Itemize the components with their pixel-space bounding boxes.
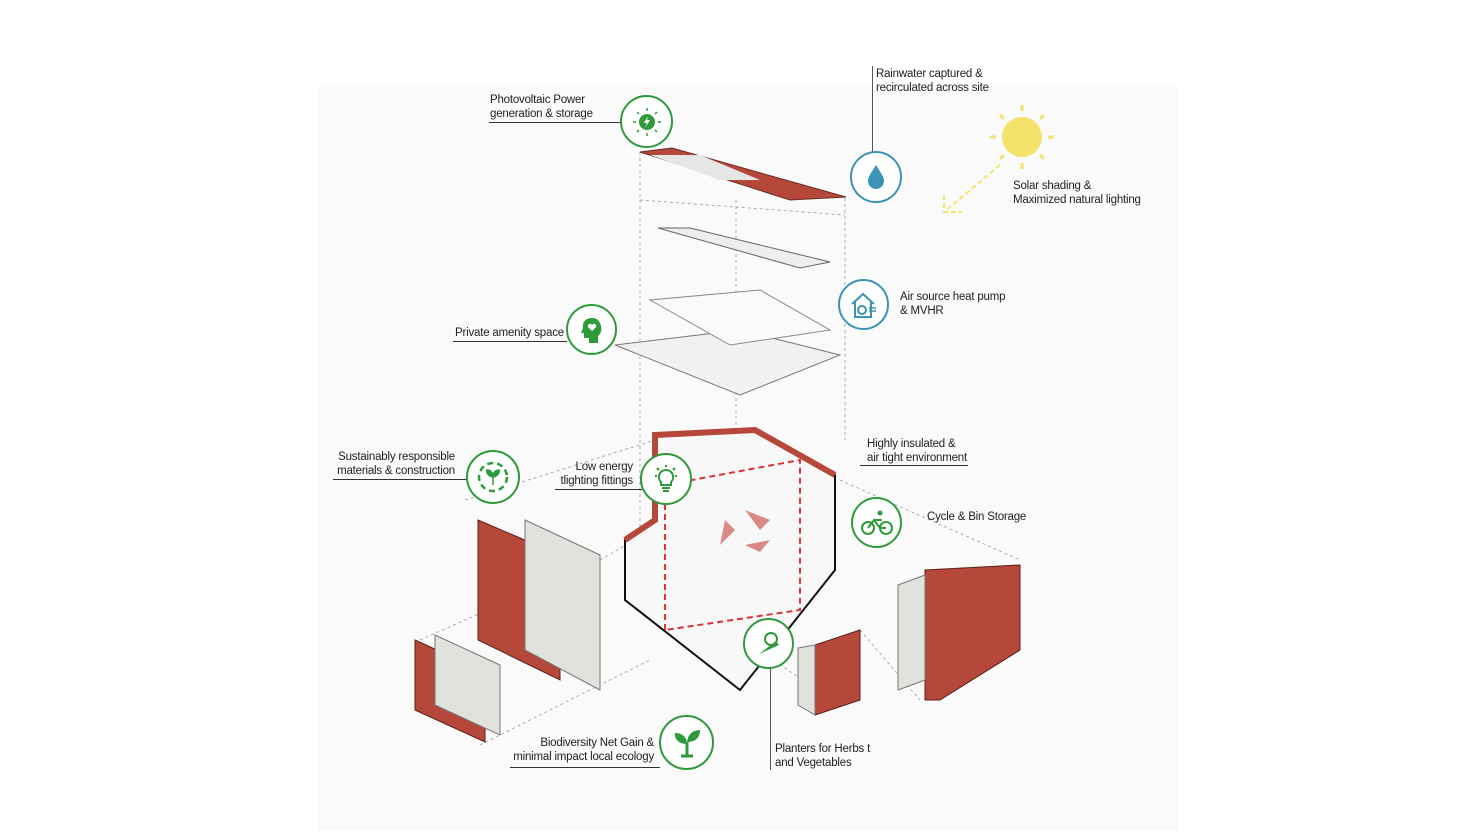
ventilation-arrows: [720, 510, 770, 552]
wall-panel-right-lining: [897, 574, 926, 691]
wall-panel-front-lining: [797, 644, 816, 716]
leader-line: [453, 341, 567, 342]
rainwater-label: Rainwater captured &recirculated across …: [876, 68, 989, 94]
wall-panel-right: [924, 564, 1021, 701]
wall-panel-front: [814, 629, 861, 716]
head-heart-icon: [566, 304, 617, 355]
leader-line: [555, 489, 642, 490]
first-floor-furniture: [648, 289, 832, 346]
leader-line: [770, 668, 771, 770]
recycle-sprout-icon: [466, 450, 520, 504]
pv-panel: [650, 155, 760, 180]
airtight-line: [664, 458, 801, 631]
leader-line: [872, 66, 873, 152]
sunlight-arrow: [943, 164, 1001, 213]
wall-panel-left-small-lining: [434, 634, 501, 736]
house-heat-pump-icon: [838, 279, 889, 330]
solar-bolt-icon: [620, 95, 673, 148]
sprout-icon: [659, 715, 714, 770]
insulated-label: Highly insulated &air tight environment: [867, 438, 967, 464]
water-drop-icon: [850, 151, 902, 203]
sun-icon: [943, 105, 1054, 213]
vegetables-icon: [743, 618, 794, 669]
lightbulb-icon: [640, 453, 692, 505]
roof-joists: [657, 227, 831, 269]
cycle-label: Cycle & Bin Storage: [927, 511, 1027, 523]
leader-line: [860, 465, 968, 466]
leader-line: [333, 479, 467, 480]
leader-line: [489, 122, 621, 123]
insulated-wall: [623, 426, 837, 543]
first-floor: [614, 329, 842, 396]
biodiversity-label: Biodiversity Net Gain &minimal impact lo…: [513, 737, 654, 763]
heat-pump-label: Air source heat pump& MVHR: [900, 291, 1006, 317]
amenity-label: Private amenity space: [455, 327, 564, 339]
bicycle-icon: [851, 497, 902, 548]
wall-panel-left-lining: [524, 519, 601, 691]
solar-shading-label: Solar shading &Maximized natural lightin…: [1013, 180, 1141, 206]
leader-line: [510, 767, 660, 768]
